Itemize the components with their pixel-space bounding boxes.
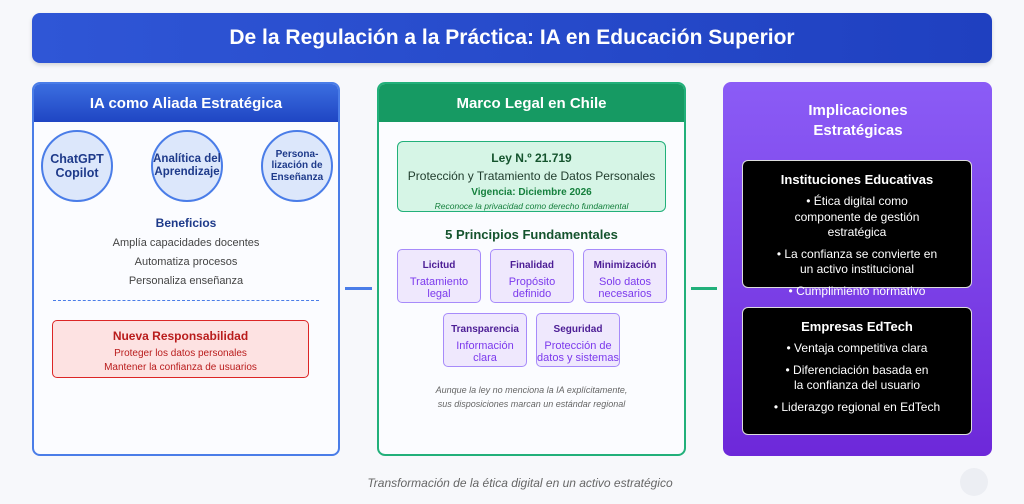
panel-header: Implicaciones Estratégicas [808,102,908,139]
law-box: Ley N.º 21.719 Protección y Tratamiento … [397,141,666,212]
panel-header: IA como Aliada Estratégica [34,84,338,122]
benefit-item: Personaliza enseñanza [128,275,244,287]
principle-desc: Tratamiento legal [409,276,469,301]
principle-name: Transparencia [451,324,519,335]
box-item: • Diferenciación basada en la confianza … [785,362,929,393]
assistant-icon[interactable] [960,468,988,496]
law-vigencia: Vigencia: Diciembre 2026 [471,187,592,198]
principle-name: Licitud [422,260,456,271]
law-name: Ley N.º 21.719 [491,151,572,165]
divider [53,300,319,301]
ai-ally-panel: IA como Aliada Estratégica ChatGPT Copil… [32,82,340,456]
benefit-item: Amplía capacidades docentes [112,237,260,249]
responsibility-item: Mantener la confianza de usuarios [104,362,257,373]
responsibility-title: Nueva Responsabilidad [112,329,249,343]
principle-desc: Protección de datos y sistemas [537,340,619,365]
law-subtitle: Protección y Tratamiento de Datos Person… [407,169,656,183]
circle-chatgpt: ChatGPT Copilot [41,130,113,202]
principle-name: Seguridad [553,324,603,335]
responsibility-item: Proteger los datos personales [114,348,247,359]
principle-name: Minimización [593,260,657,271]
box-item: • Cumplimiento normativo [788,283,926,298]
circle-personalization: Persona-lización de Enseñanza [261,130,333,202]
benefits-title: Beneficios [155,216,217,230]
principle-desc: Información clara [456,340,514,365]
box-item: • Ventaja competitiva clara [786,341,928,355]
principles-title: 5 Principios Fundamentales [445,227,618,242]
legal-note: Aunque la ley no menciona la IA explícit… [379,384,684,412]
box-title: Empresas EdTech [801,319,913,334]
circle-analytics: Analítica del Aprendizaje [151,130,223,202]
principle-desc: Propósito definido [508,276,556,301]
connector [691,287,717,290]
box-title: Instituciones Educativas [780,172,934,187]
edtech-box: Empresas EdTech • Ventaja competitiva cl… [742,307,972,435]
box-item: • Ética digital como componente de gesti… [794,194,920,240]
box-item: • La confianza se convierte en un activo… [776,246,938,277]
footer-caption: Transformación de la ética digital en un… [367,476,673,490]
note-line: sus disposiciones marcan un estándar reg… [437,398,626,409]
page-title: De la Regulación a la Práctica: IA en Ed… [32,13,992,63]
implications-panel: Implicaciones Estratégicas Instituciones… [723,82,992,456]
principle-desc: Solo datos necesarios [598,276,652,301]
benefit-item: Automatiza procesos [134,256,238,268]
institutions-box: Instituciones Educativas • Ética digital… [742,160,972,298]
responsibility-box: Nueva Responsabilidad Proteger los datos… [52,320,309,378]
connector [345,287,372,290]
legal-framework-panel: Marco Legal en Chile Ley N.º 21.719 Prot… [377,82,686,456]
box-item: • Liderazgo regional en EdTech [773,399,941,414]
note-line: Aunque la ley no menciona la IA explícit… [435,385,628,395]
panel-header: Marco Legal en Chile [379,84,684,122]
principle-name: Finalidad [510,260,554,271]
law-note: Reconoce la privacidad como derecho fund… [434,201,629,211]
